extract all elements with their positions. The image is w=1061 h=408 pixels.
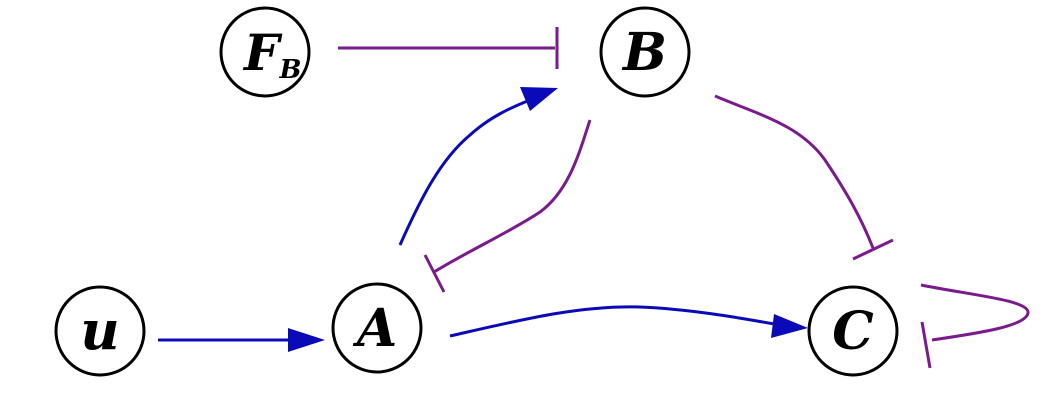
node-b-label: B [621,22,667,83]
node-u: u [54,285,146,377]
edge-b-inhibits-a [423,119,592,293]
edge-u-activates-a [158,328,325,352]
node-c: C [807,285,899,377]
node-a-circle [331,282,423,374]
node-a-label: A [352,298,397,359]
edge-fb-inhibits-b [338,27,559,69]
node-fb-circle [219,6,311,98]
node-fb: FB [219,6,311,98]
node-c-circle [807,285,899,377]
node-fb-label: FB [242,23,301,85]
edge-c-inhibits-c [920,283,1030,369]
node-b: B [599,6,691,98]
edge-b-inhibits-c [714,94,894,261]
edge-a-activates-c [449,305,808,338]
node-u-label: u [80,298,119,362]
node-a: A [331,282,423,374]
node-c-label: C [832,301,873,362]
edge-a-activates-b [398,87,558,246]
node-u-circle [54,285,146,377]
node-b-circle [599,6,691,98]
